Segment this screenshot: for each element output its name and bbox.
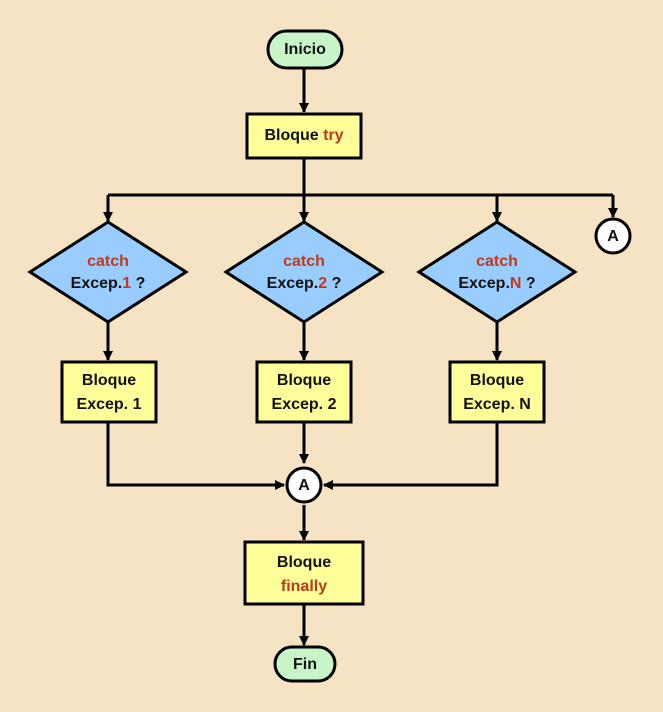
handler-2-line1: Bloque: [277, 372, 331, 389]
handler-n-line1: Bloque: [470, 372, 524, 389]
handler-n-line2: Excep. N: [463, 396, 531, 413]
decision-2-keyword: catch: [283, 253, 325, 270]
end-node: Fin: [273, 645, 337, 683]
try-keyword: try: [323, 127, 344, 144]
decision-1-keyword: catch: [87, 253, 129, 270]
connector-a-join-label: A: [298, 477, 310, 494]
end-label: Fin: [293, 656, 317, 673]
try-block-node: Bloque try: [245, 112, 363, 160]
decision-node-n: catch Excep.N ?: [416, 220, 578, 324]
decision-node-2: catch Excep.2 ?: [223, 220, 385, 324]
try-block-label: Bloque try: [264, 127, 343, 144]
handler-1-line1: Bloque: [82, 372, 136, 389]
handler-block-1: Bloque Excep. 1: [60, 360, 158, 424]
finally-keyword: finally: [281, 578, 327, 595]
start-node: Inicio: [266, 29, 344, 70]
finally-line1: Bloque: [277, 554, 331, 571]
handler-1-line2: Excep. 1: [77, 396, 142, 413]
connector-a-join: A: [285, 466, 323, 504]
edges: [103, 68, 618, 646]
handler-block-2: Bloque Excep. 2: [255, 360, 353, 424]
connector-a-out: A: [594, 217, 632, 255]
finally-block-node: Bloque finally: [243, 540, 365, 606]
decision-node-1: catch Excep.1 ?: [27, 220, 189, 324]
decision-2-question: Excep.2 ?: [267, 275, 342, 292]
decision-n-question: Excep.N ?: [458, 275, 535, 292]
edge-handler-1-to-join: [106, 422, 285, 490]
handler-block-n: Bloque Excep. N: [448, 360, 546, 424]
handler-2-line2: Excep. 2: [272, 396, 337, 413]
decision-n-keyword: catch: [476, 253, 518, 270]
start-label: Inicio: [284, 41, 326, 58]
edge-handler-n-to-join: [323, 422, 499, 490]
decision-1-question: Excep.1 ?: [71, 275, 146, 292]
connector-a-out-label: A: [607, 228, 619, 245]
